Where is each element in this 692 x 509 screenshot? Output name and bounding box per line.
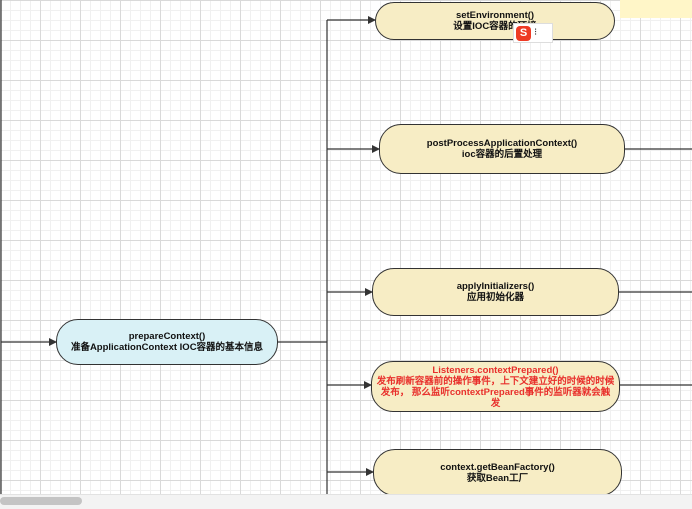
node-method: setEnvironment() <box>455 10 535 21</box>
node-method: postProcessApplicationContext() <box>426 138 578 149</box>
ime-more-icon[interactable]: ⁝ <box>534 27 538 38</box>
node-method: context.getBeanFactory() <box>440 461 555 473</box>
node-apply-initializers[interactable]: applyInitializers() 应用初始化器 <box>372 268 619 316</box>
node-description: 应用初始化器 <box>466 292 524 303</box>
ime-toolbar[interactable]: S ⁝ <box>513 23 553 43</box>
node-description: 设置IOC容器的环境 <box>453 21 537 32</box>
horizontal-scrollbar[interactable] <box>0 494 692 509</box>
node-method: applyInitializers() <box>456 281 535 292</box>
node-description: 获取Bean工厂 <box>466 472 529 484</box>
node-prepare-context[interactable]: prepareContext() 准备ApplicationContext IO… <box>56 319 278 365</box>
node-description: 发布刷新容器前的操作事件，上下文建立好的时候的时候发布， 那么监听context… <box>376 375 615 409</box>
node-get-bean-factory[interactable]: context.getBeanFactory() 获取Bean工厂 <box>373 449 622 496</box>
corner-highlight <box>620 0 692 18</box>
sogou-input-icon[interactable]: S <box>516 25 531 41</box>
node-description: ioc容器的后置处理 <box>461 149 543 160</box>
node-method: prepareContext() <box>128 331 206 342</box>
scrollbar-thumb[interactable] <box>0 497 82 505</box>
node-listeners-context-prepared[interactable]: Listeners.contextPrepared() 发布刷新容器前的操作事件… <box>371 361 620 412</box>
node-method: Listeners.contextPrepared() <box>432 364 559 376</box>
node-set-environment[interactable]: setEnvironment() 设置IOC容器的环境 <box>375 2 615 40</box>
node-post-process-application-context[interactable]: postProcessApplicationContext() ioc容器的后置… <box>379 124 625 174</box>
node-description: 准备ApplicationContext IOC容器的基本信息 <box>70 342 264 353</box>
